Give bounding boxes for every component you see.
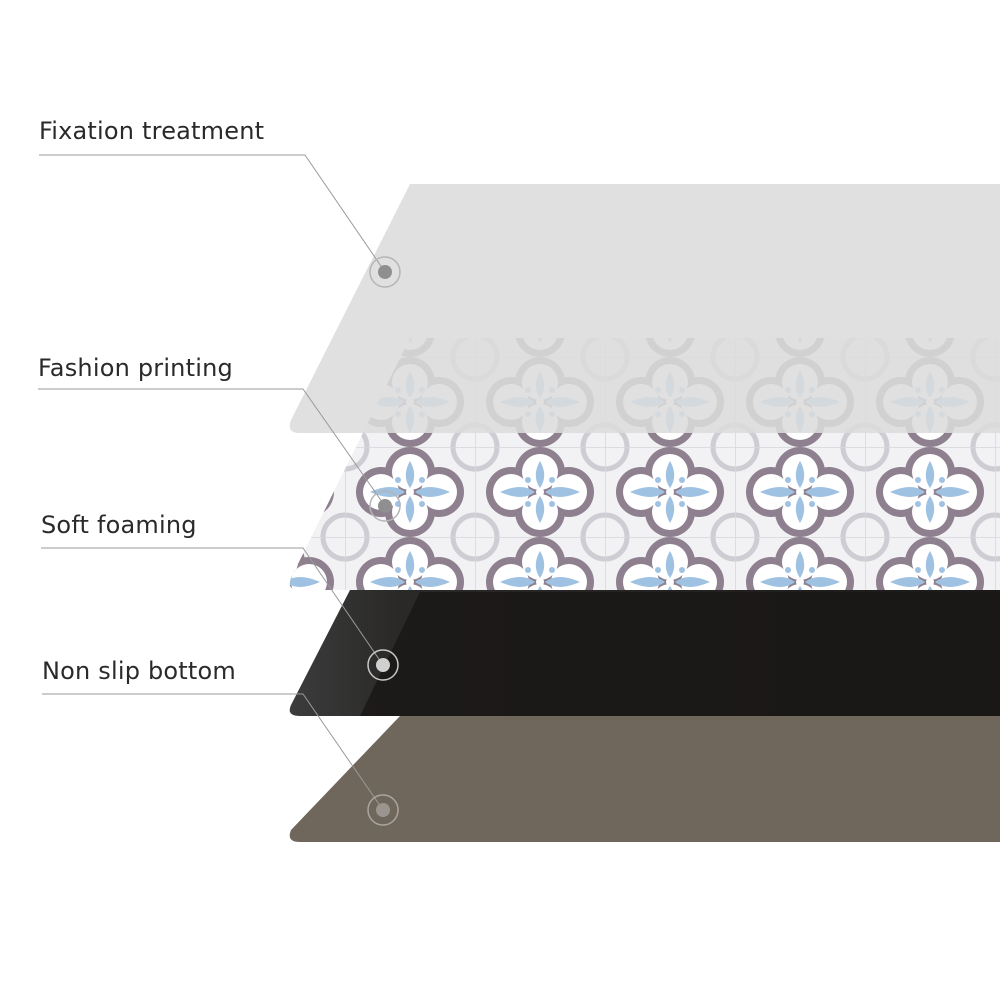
marker-bottom xyxy=(367,794,399,826)
marker-foaming xyxy=(367,649,399,681)
marker-fixation xyxy=(369,256,401,288)
marker-printing xyxy=(369,490,401,522)
leader-lines xyxy=(38,154,386,811)
fashion-printing-label: Fashion printing xyxy=(38,354,233,382)
non-slip-bottom-layer xyxy=(289,716,1000,842)
soft-foaming-layer-top-face xyxy=(360,592,1000,716)
leader-line-printing xyxy=(38,388,386,507)
fixation-treatment-label: Fixation treatment xyxy=(39,117,265,145)
fixation-treatment-layer xyxy=(289,184,1000,433)
non-slip-bottom-label: Non slip bottom xyxy=(42,657,236,685)
leader-line-fixation xyxy=(39,154,386,273)
soft-foaming-label: Soft foaming xyxy=(41,511,197,539)
leader-line-bottom xyxy=(42,693,384,811)
leader-line-foaming xyxy=(41,547,384,666)
